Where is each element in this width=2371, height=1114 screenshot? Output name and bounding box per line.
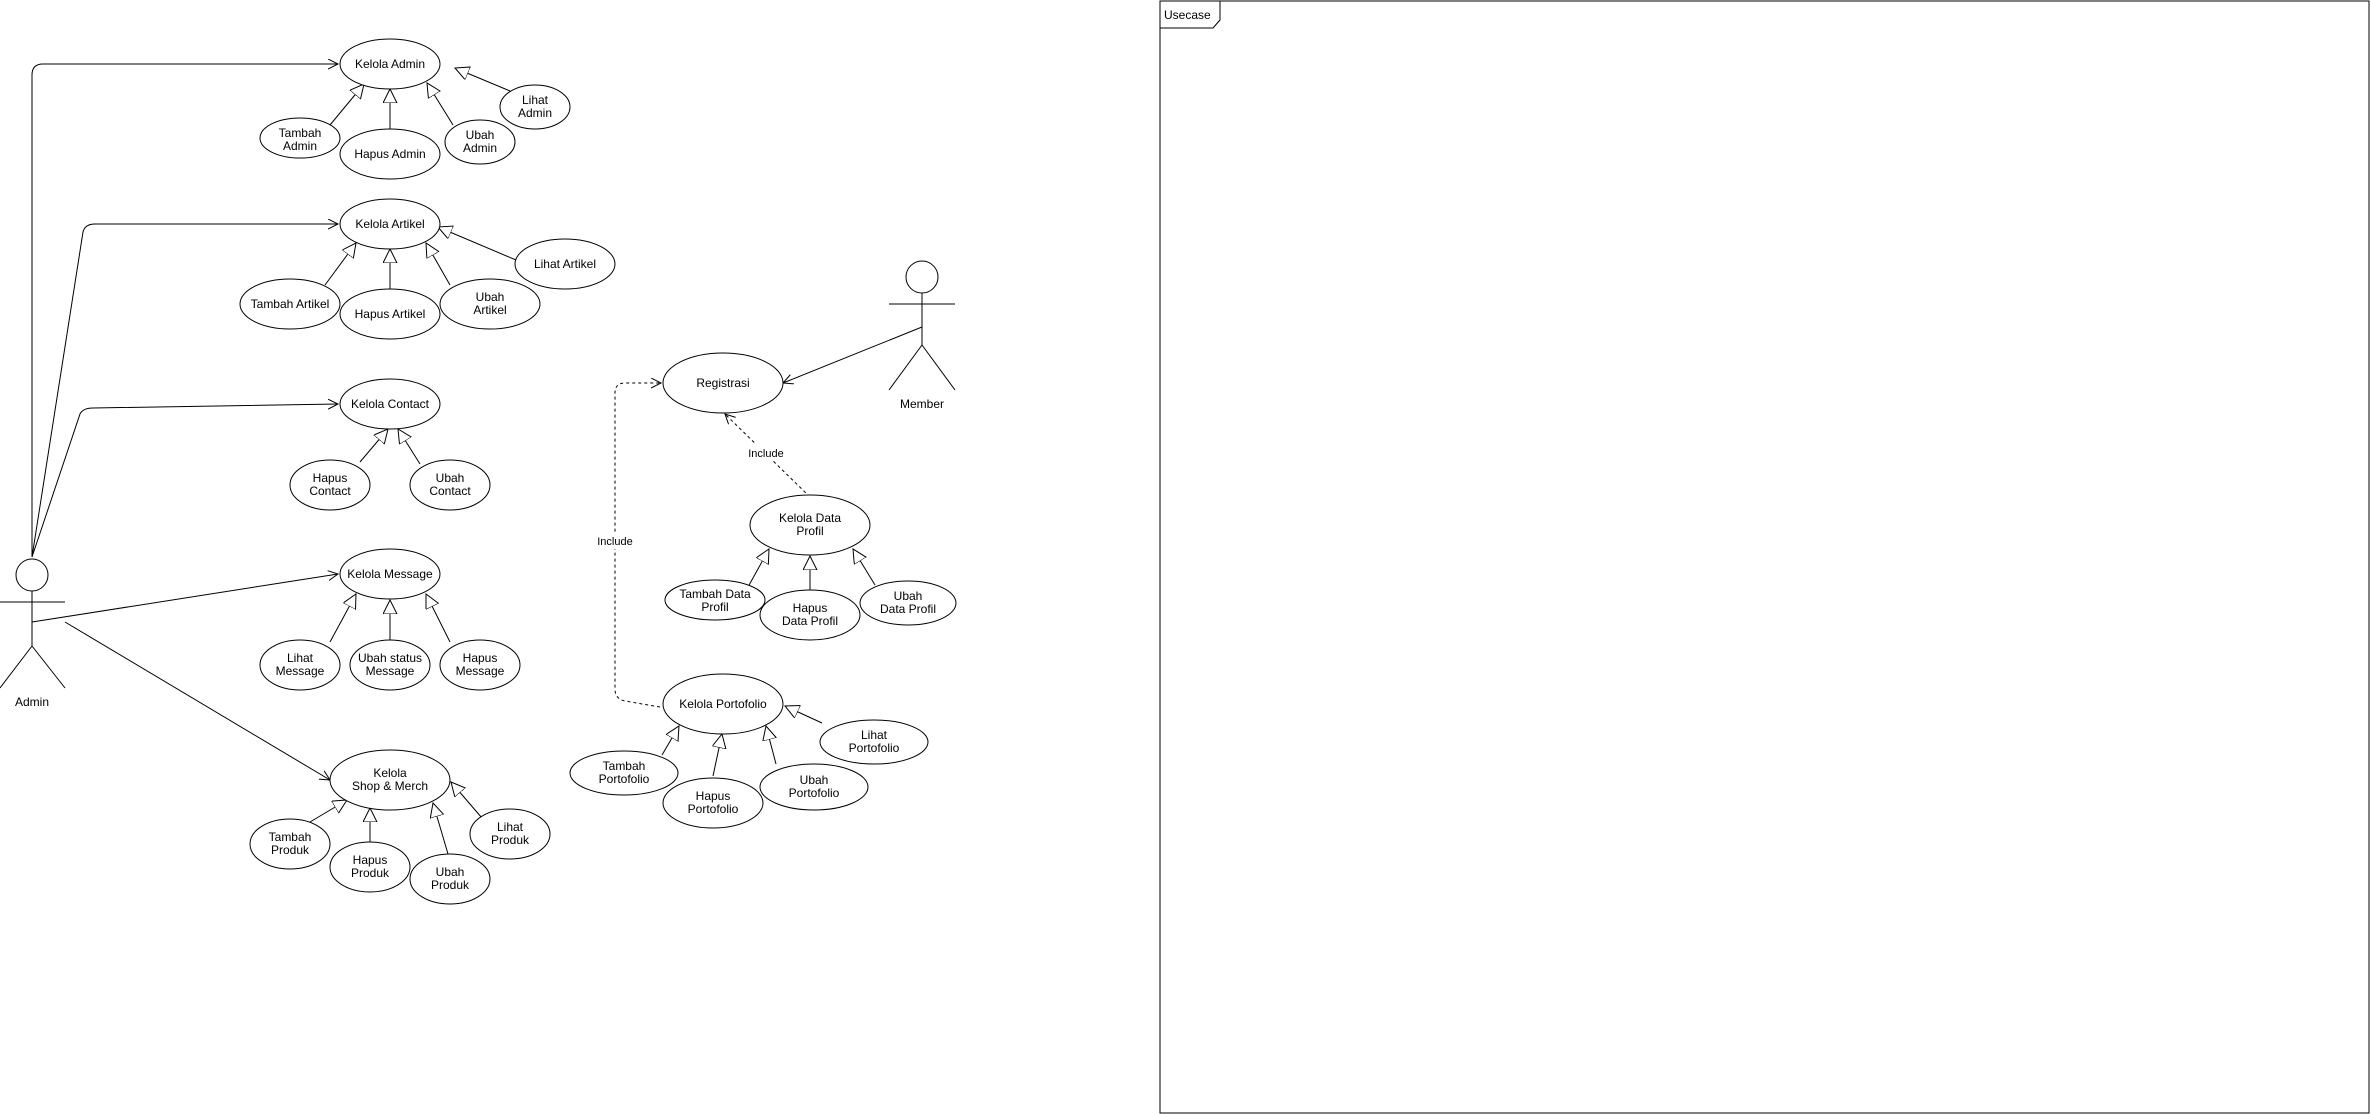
- system-frame: Usecase: [1159, 0, 2370, 1114]
- actor-admin-label: Admin: [15, 695, 49, 709]
- use-case-hapus-admin[interactable]: Hapus Admin: [339, 128, 441, 180]
- use-case-label: Hapus Admin: [354, 147, 425, 161]
- use-case-label: Tambah Artikel: [251, 297, 330, 311]
- admin-associations: [31, 64, 338, 780]
- actor-member[interactable]: Member: [888, 260, 956, 411]
- use-case-label: Kelola Portofolio: [679, 697, 767, 711]
- use-case-hapus-artikel[interactable]: Hapus Artikel: [339, 288, 441, 340]
- use-case-label: Kelola Admin: [355, 57, 425, 71]
- assoc-kelola-shop: [64, 621, 330, 780]
- use-case-label: Lihat Artikel: [534, 257, 596, 271]
- actor-member-label: Member: [900, 397, 944, 411]
- actor-admin[interactable]: Admin: [0, 558, 66, 709]
- include-profil-line: [725, 414, 811, 498]
- assoc-registrasi: [783, 326, 923, 383]
- use-case-tambah-artikel[interactable]: Tambah Artikel: [239, 278, 341, 330]
- assoc-kelola-admin: [31, 64, 338, 557]
- include-profil-label: Include: [748, 448, 783, 460]
- frame-label: Usecase: [1164, 8, 1211, 22]
- use-case-kelola-portofolio[interactable]: Kelola Portofolio: [662, 673, 784, 735]
- use-case-label: Kelola Contact: [351, 397, 430, 411]
- use-case-kelola-contact[interactable]: Kelola Contact: [339, 378, 441, 430]
- use-case-kelola-admin[interactable]: Kelola Admin: [339, 38, 441, 90]
- assoc-kelola-contact: [31, 404, 338, 558]
- use-case-label: Kelola Artikel: [355, 217, 424, 231]
- use-case-kelola-artikel[interactable]: Kelola Artikel: [339, 198, 441, 250]
- assoc-kelola-artikel: [31, 224, 338, 558]
- generalization-lines: [309, 68, 876, 855]
- assoc-kelola-message: [31, 574, 338, 623]
- use-case-kelola-message[interactable]: Kelola Message: [339, 548, 441, 600]
- include-portofolio-label: Include: [597, 536, 632, 548]
- use-case-registrasi[interactable]: Registrasi: [662, 352, 784, 414]
- use-case-lihat-artikel[interactable]: Lihat Artikel: [514, 238, 616, 290]
- use-case-label: Registrasi: [696, 376, 749, 390]
- use-case-label: Kelola Message: [347, 567, 433, 581]
- include-relations: Include Include: [593, 383, 811, 708]
- use-case-label: Hapus Artikel: [355, 307, 426, 321]
